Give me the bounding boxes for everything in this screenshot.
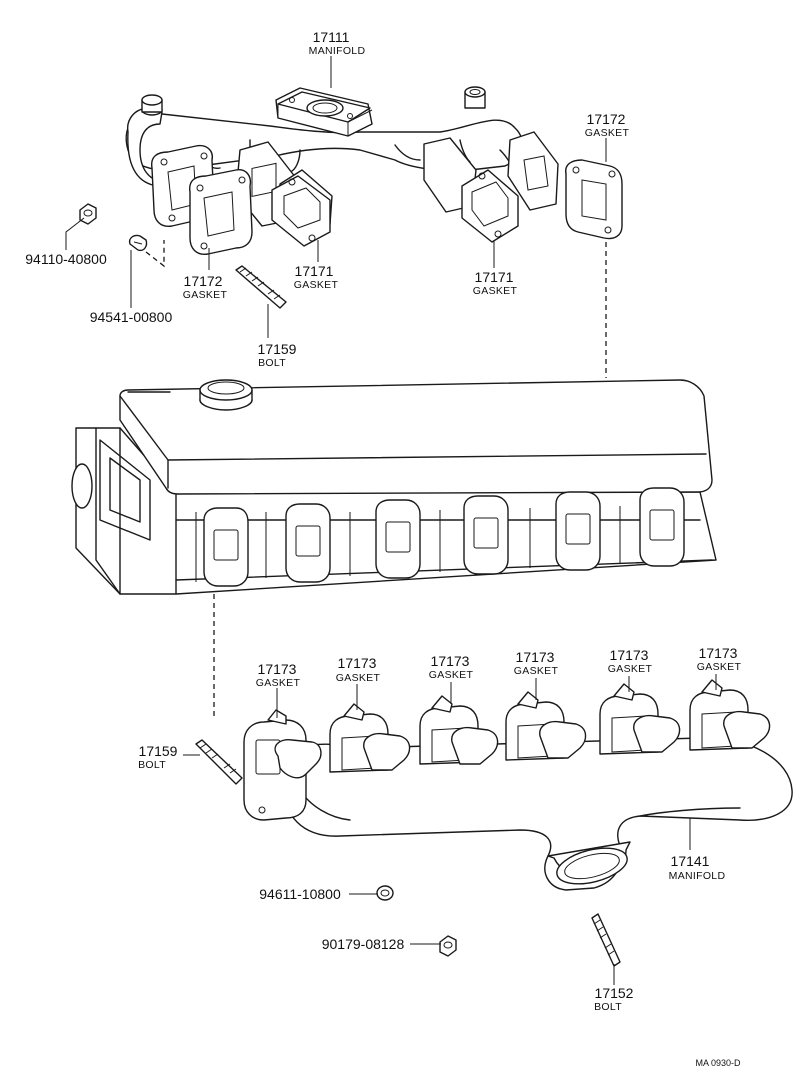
part-number: 17172 xyxy=(184,273,223,289)
label-17141: 17141 MANIFOLD xyxy=(669,853,726,882)
part-name: BOLT xyxy=(258,357,286,369)
gasket-17171-right-drawing xyxy=(462,170,518,242)
label-17173-6: 17173 GASKET xyxy=(697,645,742,673)
gasket-17172-left-drawing xyxy=(152,146,252,255)
label-17172-right: 17172 GASKET xyxy=(585,111,630,139)
part-number: 17173 xyxy=(610,647,649,663)
part-name: GASKET xyxy=(514,665,559,677)
leader-lines xyxy=(66,56,716,985)
part-name: GASKET xyxy=(183,289,228,301)
part-name: GASKET xyxy=(294,279,339,291)
exhaust-manifold-drawing xyxy=(244,680,792,890)
part-name: GASKET xyxy=(585,127,630,139)
part-number: 94110-40800 xyxy=(25,251,107,267)
part-name: MANIFOLD xyxy=(669,870,726,882)
part-number: 17172 xyxy=(587,111,626,127)
part-number: 17159 xyxy=(258,341,297,357)
stud-17159-top-drawing xyxy=(236,266,286,308)
label-17152: 17152 BOLT xyxy=(594,985,634,1013)
label-17159-bottom: 17159 BOLT xyxy=(138,743,178,771)
part-name: BOLT xyxy=(594,1001,622,1013)
part-number: 90179-08128 xyxy=(322,936,405,952)
label-17173-5: 17173 GASKET xyxy=(608,647,653,675)
label-17111: 17111 MANIFOLD xyxy=(309,29,366,57)
part-number: 17173 xyxy=(258,661,297,677)
part-number: 94541-00800 xyxy=(90,309,173,325)
label-94541: 94541-00800 xyxy=(90,309,173,325)
label-17159-top: 17159 BOLT xyxy=(258,341,297,369)
part-number: 17152 xyxy=(595,985,634,1001)
label-17172-left: 17172 GASKET xyxy=(183,273,228,301)
part-number: 17171 xyxy=(475,269,514,285)
part-number: 17111 xyxy=(313,29,350,45)
label-17171-right: 17171 GASKET xyxy=(473,269,518,297)
part-number: 17173 xyxy=(699,645,738,661)
part-name: GASKET xyxy=(473,285,518,297)
head-port-gaskets-drawing xyxy=(204,488,684,586)
label-17173-3: 17173 GASKET xyxy=(429,653,474,681)
label-17171-left: 17171 GASKET xyxy=(294,263,339,291)
part-name: GASKET xyxy=(256,677,301,689)
part-name: GASKET xyxy=(429,669,474,681)
label-17173-2: 17173 GASKET xyxy=(336,655,381,684)
part-number: 17141 xyxy=(671,853,710,869)
nut-94611-drawing xyxy=(377,886,393,900)
label-94611: 94611-10800 xyxy=(259,886,341,902)
label-17173-1: 17173 GASKET xyxy=(256,661,301,689)
part-number: 17171 xyxy=(295,263,334,279)
stud-17159-bottom-drawing xyxy=(196,740,242,784)
part-name: BOLT xyxy=(138,759,166,771)
part-name: GASKET xyxy=(336,672,381,684)
gasket-17171-left-drawing xyxy=(272,170,332,246)
label-94110: 94110-40800 xyxy=(25,251,107,267)
label-90179: 90179-08128 xyxy=(322,936,405,952)
stud-17152-drawing xyxy=(592,914,620,966)
part-number: 17173 xyxy=(338,655,377,671)
part-name: GASKET xyxy=(697,661,742,673)
nut-90179-drawing xyxy=(440,936,456,956)
part-number: 17159 xyxy=(139,743,178,759)
part-number: 17173 xyxy=(431,653,470,669)
label-17173-4: 17173 GASKET xyxy=(514,649,559,677)
part-number: 94611-10800 xyxy=(259,886,341,902)
drawing-code: MA 0930-D xyxy=(695,1058,741,1068)
gasket-17172-right-drawing xyxy=(566,160,622,239)
nut-94110-drawing xyxy=(80,204,96,224)
part-name: GASKET xyxy=(608,663,653,675)
part-name: MANIFOLD xyxy=(309,45,366,57)
part-number: 17173 xyxy=(516,649,555,665)
washer-94541-drawing xyxy=(130,235,147,250)
